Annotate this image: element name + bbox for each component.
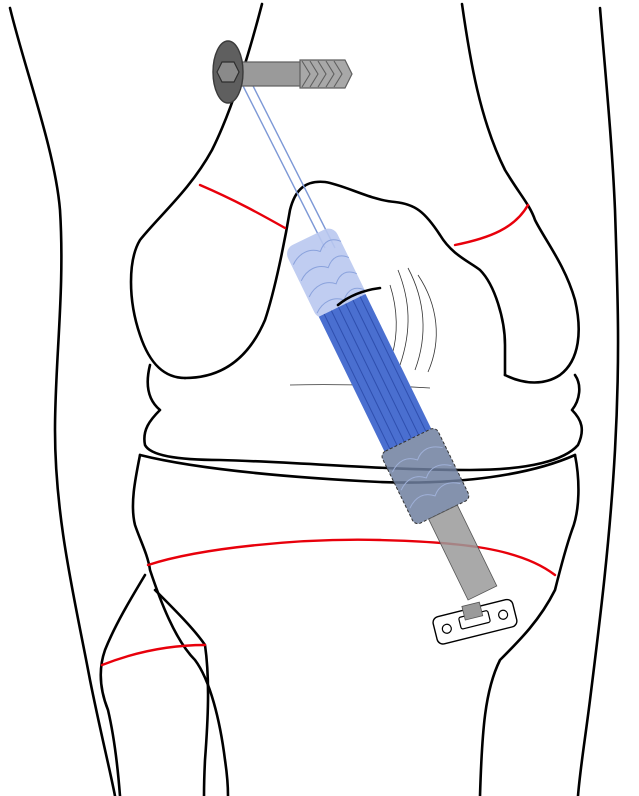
guide-wire-line-1	[235, 70, 325, 248]
femoral-screw	[213, 41, 352, 103]
femur-shaft-right	[462, 4, 579, 383]
leg-outline-left	[10, 8, 115, 796]
acl-graft	[281, 223, 510, 606]
fibula-inner-edge	[155, 590, 208, 796]
femoral-growth-plate-medial	[200, 185, 285, 228]
tibia-left-edge	[133, 455, 228, 796]
guide-wire-line-2	[245, 70, 335, 248]
femoral-growth-plate-lateral	[455, 205, 528, 245]
tibial-button	[431, 594, 518, 645]
graft-tibial-suture-tail	[429, 505, 497, 600]
ligament-fiber-1	[398, 270, 408, 365]
graft-mid-bundle	[319, 294, 431, 452]
screw-shaft	[240, 62, 302, 86]
hex-socket-icon	[217, 62, 239, 82]
ligament-fiber-3	[418, 275, 436, 372]
leg-outline-right	[578, 8, 618, 796]
ligament-fiber-4	[390, 285, 396, 355]
tibial-growth-plate	[148, 540, 555, 575]
ligament-fiber-2	[408, 268, 423, 370]
